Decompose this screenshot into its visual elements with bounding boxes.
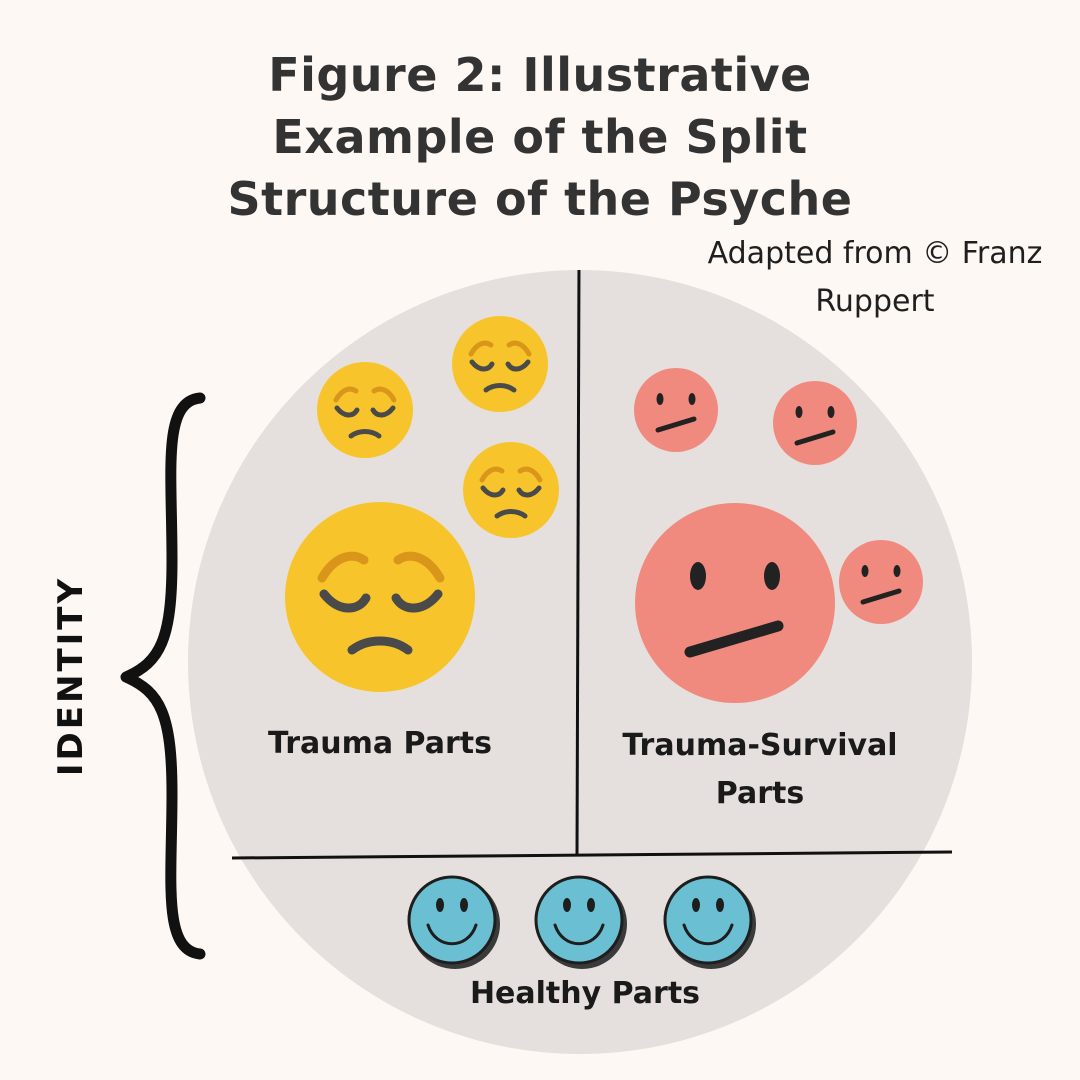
identity-label: IDENTITY <box>51 575 91 777</box>
pensive-face-icon <box>452 316 548 412</box>
trauma-parts-label: Trauma Parts <box>268 726 492 761</box>
credit-line-1: Adapted from © Franz <box>707 236 1043 271</box>
neutral-face-icon <box>634 368 718 452</box>
title-line-1: Figure 2: Illustrative <box>268 48 812 102</box>
neutral-face-icon <box>635 503 835 703</box>
healthy-parts-label: Healthy Parts <box>469 976 701 1011</box>
title-line-2: Example of the Split <box>272 110 808 164</box>
smiley-face-icon <box>534 875 627 969</box>
title-line-3: Structure of the Psyche <box>227 172 853 226</box>
credit-text: Adapted from © Franz Ruppert <box>660 230 1080 326</box>
horizontal-divider <box>231 850 953 860</box>
vertical-divider <box>575 270 581 857</box>
trauma-survival-label-line-1: Trauma-Survival <box>622 728 898 763</box>
trauma-survival-parts-label: Trauma-Survival Parts <box>580 722 940 818</box>
smiley-face-icon <box>663 875 756 969</box>
neutral-face-icon <box>839 540 923 624</box>
neutral-face-icon <box>773 381 857 465</box>
pensive-face-icon <box>317 362 413 458</box>
figure-title: Figure 2: Illustrative Example of the Sp… <box>0 44 1080 230</box>
pensive-face-icon <box>463 442 559 538</box>
trauma-survival-label-line-2: Parts <box>715 776 805 811</box>
pensive-face-icon <box>285 502 475 692</box>
credit-line-2: Ruppert <box>815 284 935 319</box>
identity-brace <box>120 392 206 960</box>
smiley-face-icon <box>407 875 500 969</box>
